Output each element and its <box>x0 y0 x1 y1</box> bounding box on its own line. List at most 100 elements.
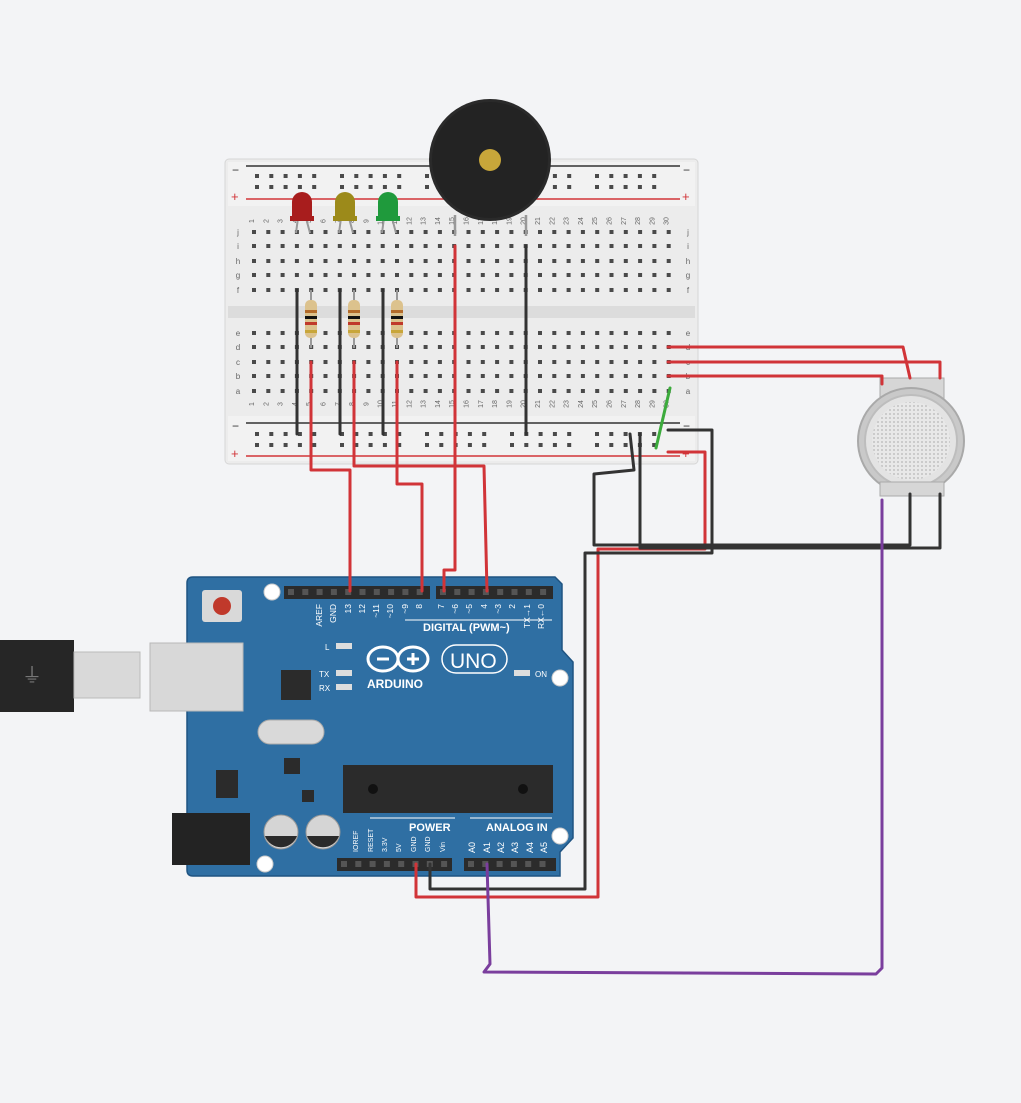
breadboard-hole[interactable] <box>538 389 542 393</box>
rail-hole[interactable] <box>552 443 557 447</box>
breadboard-hole[interactable] <box>480 345 485 349</box>
breadboard-hole[interactable] <box>652 288 657 292</box>
breadboard-hole[interactable] <box>323 360 328 364</box>
resistors[interactable] <box>305 290 403 348</box>
rail-hole[interactable] <box>354 185 359 189</box>
breadboard-hole[interactable] <box>266 345 271 349</box>
breadboard-hole[interactable] <box>294 259 299 263</box>
breadboard-hole[interactable] <box>638 230 643 234</box>
breadboard-hole[interactable] <box>266 360 271 364</box>
rail-hole[interactable] <box>623 443 628 447</box>
breadboard-hole[interactable] <box>437 244 442 248</box>
breadboard-hole[interactable] <box>466 360 471 364</box>
breadboard-hole[interactable] <box>337 273 342 277</box>
breadboard-hole[interactable] <box>638 259 643 263</box>
breadboard-hole[interactable] <box>266 389 271 393</box>
rail-hole[interactable] <box>652 432 657 436</box>
rail-hole[interactable] <box>482 443 487 447</box>
breadboard-hole[interactable] <box>609 345 614 349</box>
breadboard-hole[interactable] <box>323 259 328 263</box>
rail-hole[interactable] <box>652 185 657 189</box>
rail-hole[interactable] <box>609 185 614 189</box>
breadboard-hole[interactable] <box>595 360 600 364</box>
breadboard-hole[interactable] <box>480 331 485 335</box>
breadboard-hole[interactable] <box>252 345 256 349</box>
breadboard-hole[interactable] <box>495 273 500 277</box>
breadboard-hole[interactable] <box>580 360 585 364</box>
breadboard-hole[interactable] <box>580 288 585 292</box>
breadboard-hole[interactable] <box>495 259 500 263</box>
breadboard-hole[interactable] <box>609 244 614 248</box>
rail-hole[interactable] <box>567 185 572 189</box>
resistor[interactable] <box>348 290 360 348</box>
breadboard-hole[interactable] <box>280 331 285 335</box>
breadboard-hole[interactable] <box>623 230 628 234</box>
breadboard-hole[interactable] <box>252 374 256 378</box>
breadboard-hole[interactable] <box>252 331 256 335</box>
breadboard-hole[interactable] <box>409 360 414 364</box>
rail-hole[interactable] <box>255 443 259 447</box>
rail-hole[interactable] <box>595 443 599 447</box>
breadboard-hole[interactable] <box>437 331 442 335</box>
rail-hole[interactable] <box>297 174 302 178</box>
breadboard-hole[interactable] <box>609 374 614 378</box>
breadboard-hole[interactable] <box>437 230 442 234</box>
breadboard-hole[interactable] <box>280 273 285 277</box>
rail-hole[interactable] <box>269 432 274 436</box>
breadboard-hole[interactable] <box>466 331 471 335</box>
breadboard-hole[interactable] <box>280 360 285 364</box>
breadboard-hole[interactable] <box>580 244 585 248</box>
breadboard-hole[interactable] <box>252 259 256 263</box>
rail-hole[interactable] <box>283 443 288 447</box>
rail-hole[interactable] <box>552 185 557 189</box>
breadboard-hole[interactable] <box>437 288 442 292</box>
breadboard-hole[interactable] <box>380 244 385 248</box>
breadboard-hole[interactable] <box>638 288 643 292</box>
breadboard-hole[interactable] <box>552 244 557 248</box>
breadboard-hole[interactable] <box>495 244 500 248</box>
rail-hole[interactable] <box>425 443 429 447</box>
breadboard-hole[interactable] <box>509 389 514 393</box>
rail-hole[interactable] <box>312 185 317 189</box>
breadboard-hole[interactable] <box>652 244 657 248</box>
rail-hole[interactable] <box>297 443 302 447</box>
breadboard-hole[interactable] <box>480 288 485 292</box>
rail-hole[interactable] <box>340 185 344 189</box>
rail-hole[interactable] <box>425 174 429 178</box>
breadboard-hole[interactable] <box>480 273 485 277</box>
piezo-buzzer[interactable] <box>429 99 551 236</box>
breadboard-hole[interactable] <box>552 360 557 364</box>
rail-hole[interactable] <box>467 432 472 436</box>
breadboard-hole[interactable] <box>638 331 643 335</box>
breadboard-hole[interactable] <box>280 374 285 378</box>
breadboard-hole[interactable] <box>337 259 342 263</box>
breadboard-hole[interactable] <box>566 273 571 277</box>
breadboard-hole[interactable] <box>595 259 600 263</box>
breadboard-hole[interactable] <box>266 273 271 277</box>
rail-hole[interactable] <box>538 432 543 436</box>
breadboard-hole[interactable] <box>366 288 371 292</box>
rail-hole[interactable] <box>283 185 288 189</box>
breadboard-hole[interactable] <box>609 331 614 335</box>
breadboard-hole[interactable] <box>309 273 314 277</box>
breadboard-hole[interactable] <box>366 259 371 263</box>
breadboard-hole[interactable] <box>466 273 471 277</box>
rail-hole[interactable] <box>340 174 344 178</box>
led[interactable] <box>333 192 357 234</box>
rail-hole[interactable] <box>652 174 657 178</box>
breadboard-hole[interactable] <box>409 288 414 292</box>
breadboard-hole[interactable] <box>380 259 385 263</box>
breadboard-hole[interactable] <box>437 389 442 393</box>
breadboard-hole[interactable] <box>366 244 371 248</box>
rail-hole[interactable] <box>312 174 317 178</box>
breadboard-hole[interactable] <box>380 273 385 277</box>
breadboard-hole[interactable] <box>609 288 614 292</box>
breadboard-hole[interactable] <box>395 273 399 277</box>
breadboard-hole[interactable] <box>595 374 600 378</box>
breadboard-hole[interactable] <box>580 259 585 263</box>
rail-hole[interactable] <box>425 185 429 189</box>
rail-hole[interactable] <box>482 432 487 436</box>
rail-hole[interactable] <box>354 174 359 178</box>
breadboard-hole[interactable] <box>437 374 442 378</box>
rail-hole[interactable] <box>382 432 387 436</box>
